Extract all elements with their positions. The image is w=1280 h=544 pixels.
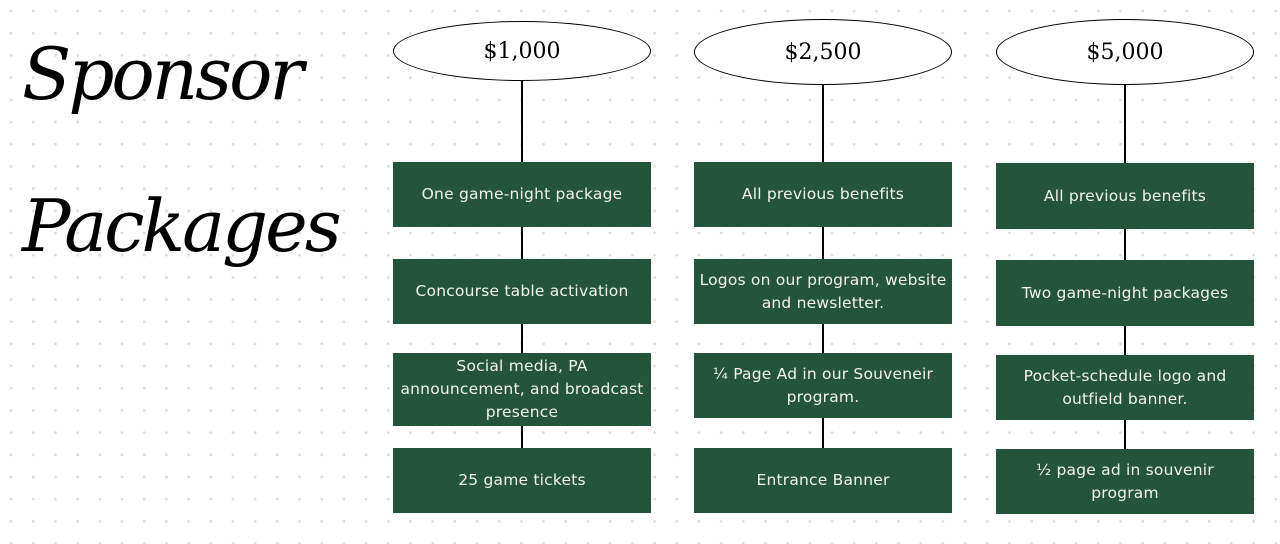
price-ellipse: $2,500 — [694, 19, 952, 85]
title-sponsor: Sponsor — [22, 32, 304, 116]
benefit-box: Concourse table activation — [393, 259, 651, 324]
package-column-2500: $2,500 All previous benefits Logos on ou… — [694, 0, 952, 544]
package-column-1000: $1,000 One game-night package Concourse … — [393, 0, 651, 544]
benefit-box: One game-night package — [393, 162, 651, 227]
price-ellipse: $5,000 — [996, 19, 1254, 85]
title-packages: Packages — [22, 184, 342, 268]
benefit-box: 25 game tickets — [393, 448, 651, 513]
benefit-box: All previous benefits — [996, 163, 1254, 229]
benefit-box: Social media, PA announcement, and broad… — [393, 353, 651, 426]
benefit-box: All previous benefits — [694, 162, 952, 227]
benefit-box: Logos on our program, website and newsle… — [694, 259, 952, 324]
package-column-5000: $5,000 All previous benefits Two game-ni… — [996, 0, 1254, 544]
benefit-box: Entrance Banner — [694, 448, 952, 513]
benefit-box: ¼ Page Ad in our Souveneir program. — [694, 353, 952, 418]
benefit-box: ½ page ad in souvenir program — [996, 449, 1254, 514]
price-ellipse: $1,000 — [393, 21, 651, 81]
benefit-box: Pocket-schedule logo and outfield banner… — [996, 355, 1254, 420]
benefit-box: Two game-night packages — [996, 260, 1254, 326]
